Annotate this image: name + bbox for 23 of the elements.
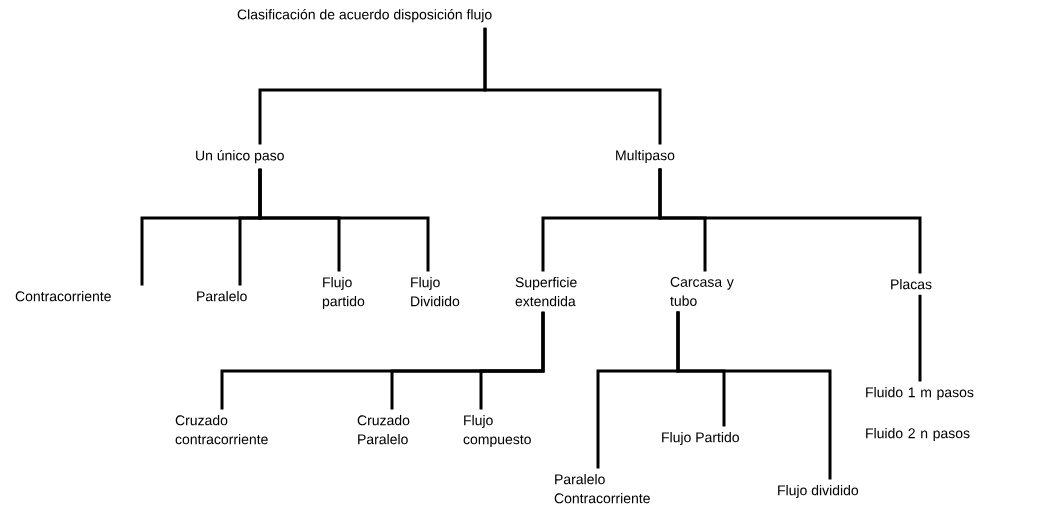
node-label: Flujo dividido (778, 485, 859, 499)
node-label: Cruzado contracorriente (175, 415, 268, 445)
node-label: Superficie extendida (515, 277, 577, 307)
tree-connector (258, 168, 430, 272)
node-label: Placas (891, 279, 932, 290)
tree-connector (918, 294, 922, 382)
node-label: Multipaso (616, 150, 675, 164)
tree-connector (658, 168, 922, 274)
node-label: Flujo compuesto (463, 415, 531, 448)
node-label: Clasificación de acuerdo disposición flujo (237, 9, 492, 23)
node-label: Paralelo (197, 291, 247, 302)
node-label: Flujo Dividido (411, 277, 460, 307)
tree-connector (676, 311, 832, 480)
node-label: Flujo partido (322, 277, 365, 310)
tree-connector (479, 311, 545, 410)
node-label: Carcasa y tubo (670, 277, 734, 306)
node-label: Fluido 1 m pasos Fluido 2 n pasos (866, 387, 974, 442)
node-label: Contracorriente (15, 291, 111, 302)
node-label: Cruzado Paralelo (357, 415, 410, 445)
node-label: Un único paso (196, 150, 284, 164)
node-label: Flujo Partido (662, 432, 739, 446)
tree-connector (483, 27, 662, 145)
node-label: Paralelo Contracorriente (554, 474, 650, 504)
